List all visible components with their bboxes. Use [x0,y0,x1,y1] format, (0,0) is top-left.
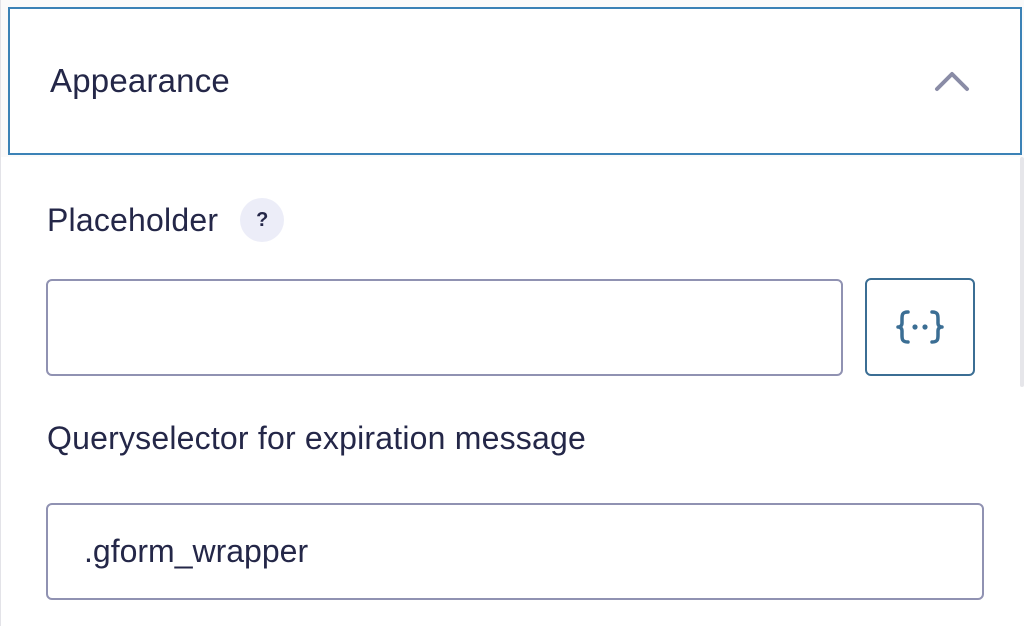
panel-header[interactable]: Appearance [8,7,1022,155]
placeholder-label-row: Placeholder ? [47,198,285,242]
panel-title: Appearance [50,62,230,99]
merge-tag-button[interactable] [865,278,975,376]
queryselector-input[interactable] [46,503,984,600]
queryselector-label-row: Queryselector for expiration message [47,420,586,457]
scrollbar[interactable] [1020,157,1024,387]
placeholder-label: Placeholder [47,201,219,238]
collapse-toggle-button[interactable] [928,57,976,105]
placeholder-input[interactable] [46,279,843,376]
merge-tag-icon [896,310,944,344]
queryselector-label: Queryselector for expiration message [47,420,586,456]
chevron-up-icon [935,72,969,91]
help-icon[interactable]: ? [240,198,285,242]
